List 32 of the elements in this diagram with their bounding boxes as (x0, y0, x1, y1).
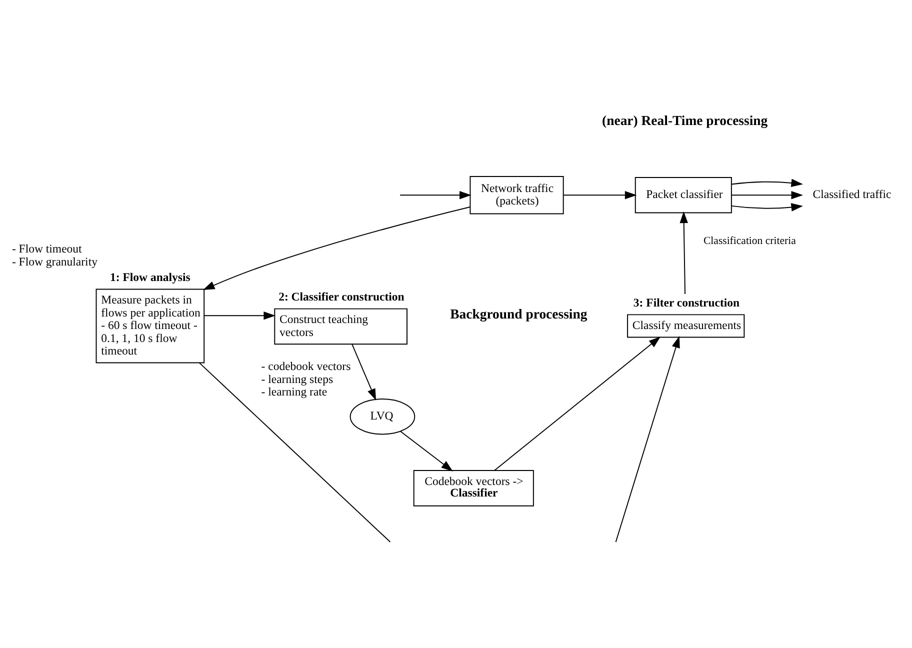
node-box: Codebook vectors -> Classifier (413, 470, 534, 506)
node-label: - learning steps (261, 372, 334, 386)
node-box: Measure packets in flows per application - 60 s flow timeout - 0.1, 1, 10 s flow timeout (96, 288, 205, 364)
arrow (563, 190, 637, 200)
arrow (680, 211, 688, 295)
arrow (731, 178, 804, 188)
node-label: 2: Classifier construction (278, 290, 404, 304)
arrow (494, 336, 661, 471)
arrow (351, 343, 376, 401)
label: Background processing (450, 306, 588, 322)
node-label: 3: Filter construction (633, 296, 740, 310)
node-label: - Flow timeout (12, 242, 82, 256)
arrow (731, 190, 804, 200)
node-box: Packet classifier (634, 176, 732, 214)
arrow (615, 336, 680, 542)
arrow (204, 312, 276, 320)
node-box: Classify measurements (627, 314, 745, 338)
node-label: - learning rate (261, 386, 328, 399)
label: (near) Real-Time processing (602, 113, 768, 128)
arrow (731, 203, 804, 212)
connector (198, 362, 391, 542)
node-label: 1: Flow analysis (110, 270, 190, 284)
arrow (400, 430, 453, 472)
node-box: Construct teaching vectors (274, 308, 408, 345)
node-text: Classified traffic (812, 188, 892, 202)
node-ellipse: LVQ (350, 398, 416, 435)
node-box: Network traffic (packets) (470, 176, 564, 214)
edge-label: Classification criteria (704, 234, 796, 247)
node-label: - Flow granularity (12, 255, 98, 268)
arrow (202, 206, 470, 290)
node-label: - codebook vectors (261, 360, 351, 374)
arrow (400, 190, 472, 200)
